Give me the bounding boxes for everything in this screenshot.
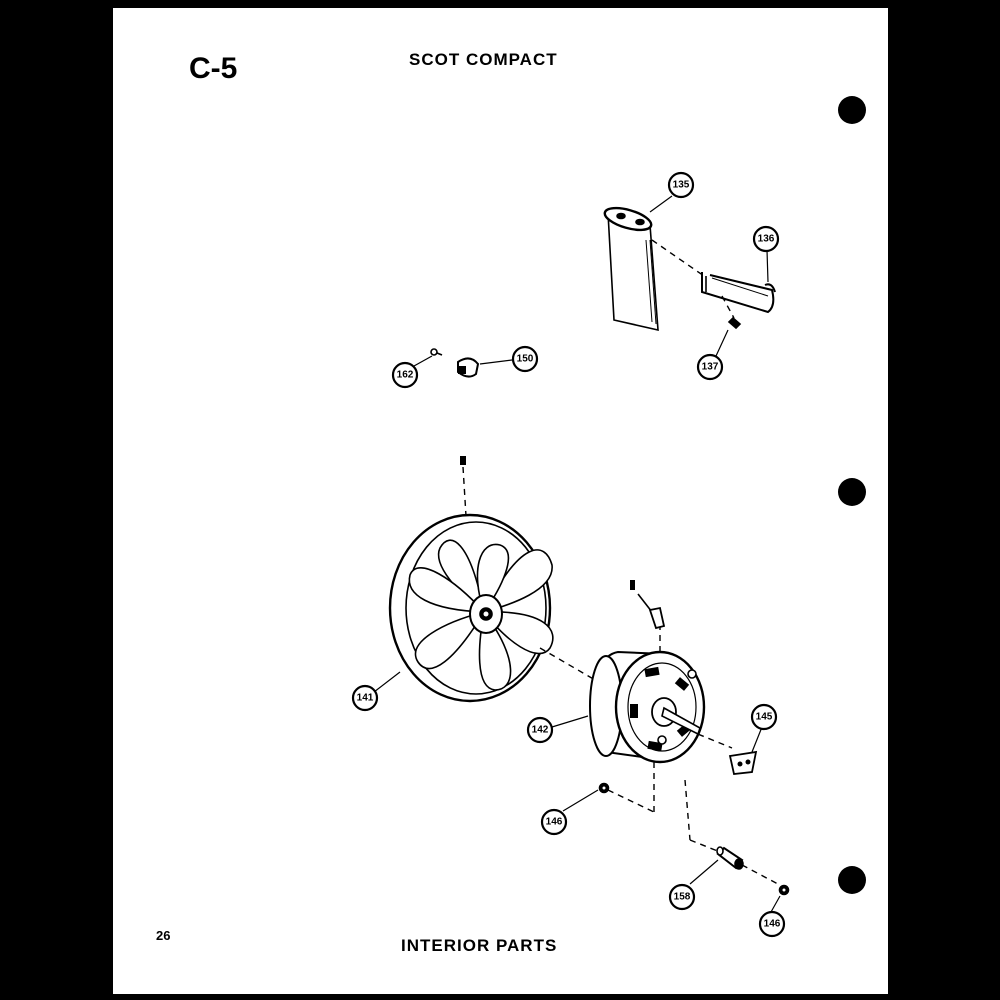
svg-text:142: 142: [532, 725, 549, 736]
svg-text:162: 162: [397, 370, 414, 381]
exploded-parts-diagram: 135 136 137 150 162 141 142 145: [351, 171, 790, 938]
blade-setscrew-part: [460, 456, 466, 465]
section-code: C-5: [189, 52, 238, 85]
svg-text:146: 146: [764, 919, 781, 930]
svg-text:136: 136: [758, 234, 775, 245]
page-number: 26: [156, 928, 171, 943]
binder-hole-top: [838, 96, 866, 124]
callout-146-lower: 146: [758, 910, 786, 938]
callout-141: 141: [351, 684, 379, 712]
svg-text:145: 145: [756, 712, 773, 723]
terminal-plate-part: [728, 750, 758, 775]
callout-142: 142: [526, 716, 554, 744]
callout-145: 145: [750, 703, 778, 731]
nut-part-lower: [778, 884, 790, 896]
callout-146-upper: 146: [540, 808, 568, 836]
callout-leaders: [373, 195, 781, 913]
callout-137: 137: [696, 353, 724, 381]
cable-clip-part: [457, 357, 480, 378]
svg-text:141: 141: [357, 693, 374, 704]
capacitor-part: [603, 206, 659, 332]
svg-text:158: 158: [674, 892, 691, 903]
binder-hole-bottom: [838, 866, 866, 894]
binder-hole-middle: [838, 478, 866, 506]
fan-blade-part: [388, 513, 554, 703]
motor-wire-part: [630, 580, 666, 630]
callout-150: 150: [511, 345, 539, 373]
callout-136: 136: [752, 225, 780, 253]
svg-text:146: 146: [546, 817, 563, 828]
svg-text:135: 135: [673, 180, 690, 191]
section-title: SCOT COMPACT: [409, 50, 558, 69]
parts-sheet: C-5 SCOT COMPACT 26 INTERIOR PARTS: [113, 8, 888, 994]
svg-text:137: 137: [702, 362, 719, 373]
footer-title: INTERIOR PARTS: [401, 936, 558, 955]
clip-screw-part: [430, 348, 443, 356]
svg-text:150: 150: [517, 354, 534, 365]
bracket-screw-part: [727, 316, 742, 330]
callout-135: 135: [667, 171, 695, 199]
grommet-part: [716, 846, 744, 870]
nut-part-upper: [598, 782, 610, 794]
callout-162: 162: [391, 361, 419, 389]
callout-158: 158: [668, 883, 696, 911]
fan-motor-part: [589, 650, 706, 764]
capacitor-bracket-part: [701, 272, 776, 314]
